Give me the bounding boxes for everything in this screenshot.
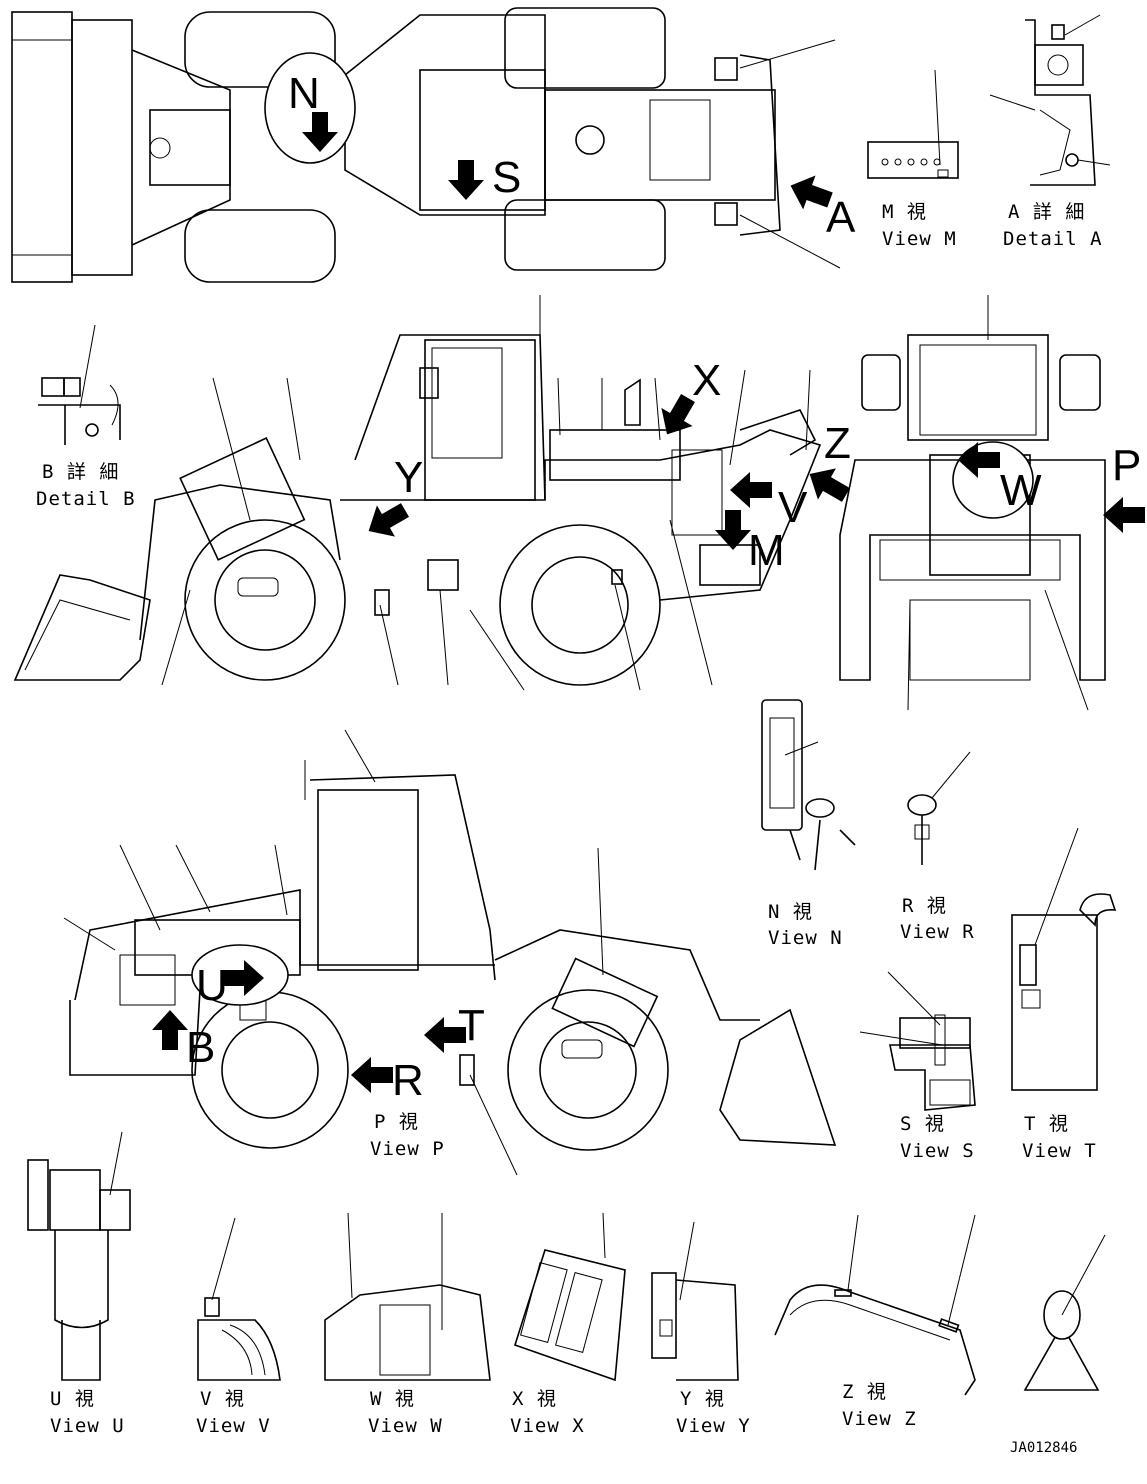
view-t-jp: T 視 [1024,1113,1069,1135]
view-m-decal [867,69,959,179]
view-p-en: View P [370,1138,445,1160]
view-u-jp: U 視 [50,1388,95,1410]
view-x-en: View X [510,1415,585,1437]
marker-w: W [1000,466,1042,515]
detail-a-en: Detail A [1003,228,1103,250]
view-s-jp: S 視 [900,1113,945,1135]
marker-z: Z [824,419,851,468]
marker-r: R [392,1056,424,1105]
marker-x: X [692,356,721,405]
view-y-drawing [651,1221,739,1381]
marker-p: P [1112,441,1141,490]
marker-y: Y [394,453,423,502]
view-r-drawing [907,751,971,865]
marker-a: A [826,193,856,242]
view-v-en: View V [196,1415,271,1437]
view-s-en: View S [900,1140,975,1162]
view-t-drawing [1011,827,1117,1091]
view-w-jp: W 視 [370,1388,415,1410]
marker-b: B [186,1023,215,1072]
view-w-drawing [324,1212,491,1381]
view-z-drawing [774,1214,976,1396]
marker-m: M [748,526,785,575]
top-view-machine [11,7,841,283]
view-m-en: View M [882,228,957,250]
view-x-jp: X 視 [512,1388,557,1410]
view-z-en: View Z [842,1408,917,1430]
detail-a-jp: A 詳 細 [1008,201,1085,223]
balloon-triangle-icon [1023,1234,1106,1391]
view-u-en: View U [50,1415,125,1437]
marker-n: N [288,69,320,118]
view-s-drawing [859,971,976,1111]
view-u-drawing [27,1131,131,1381]
view-z-jp: Z 視 [842,1381,887,1403]
detail-b-en: Detail B [36,488,136,510]
view-v-drawing [197,1217,281,1381]
marker-v: V [778,483,808,532]
view-r-jp: R 視 [902,895,947,917]
detail-b-jp: B 詳 細 [42,461,119,483]
view-t-en: View T [1022,1140,1097,1162]
view-v-jp: V 視 [200,1388,245,1410]
side-view-right [63,729,837,1176]
view-n-jp: N 視 [768,901,813,923]
drawing-code: JA012846 [1010,1440,1077,1456]
marker-s: S [492,153,521,202]
view-n-drawing [761,699,856,871]
view-x-drawing [514,1212,626,1382]
view-r-en: View R [900,921,975,943]
view-w-en: View W [368,1415,443,1437]
detail-b-drawing [38,324,121,445]
view-y-jp: Y 視 [680,1388,725,1410]
view-m-jp: M 視 [882,201,927,223]
rear-view [839,295,1106,711]
view-y-en: View Y [676,1415,751,1437]
detail-a-drawing [989,14,1111,186]
view-p-jp: P 視 [374,1111,419,1133]
side-view-left [13,295,822,691]
view-n-en: View N [768,927,843,949]
